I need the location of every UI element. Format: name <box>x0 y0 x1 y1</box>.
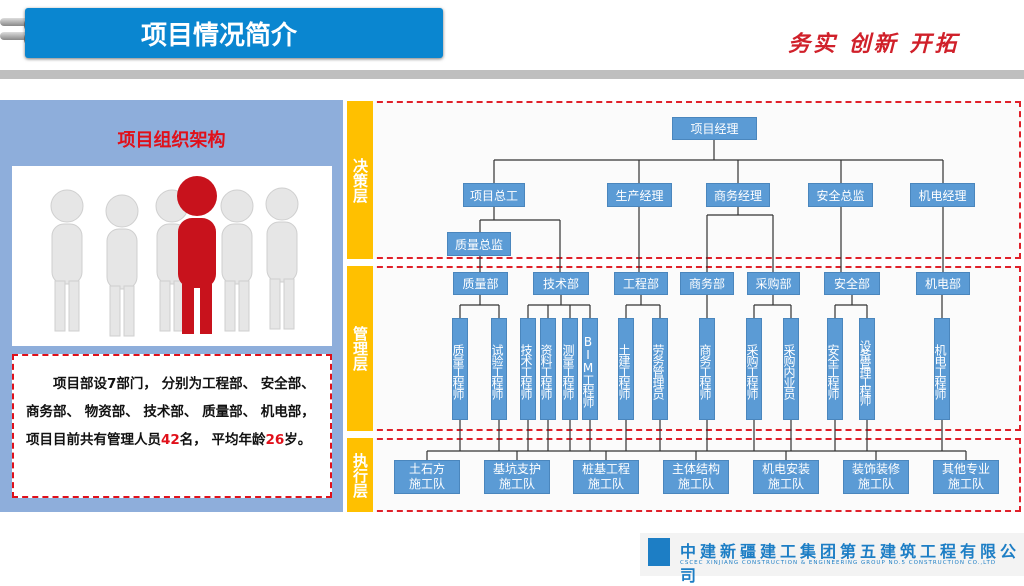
org-node-role: 设备管理工程师 <box>858 318 875 420</box>
desc-text: 名， 平均年龄 <box>179 432 266 448</box>
org-node-quality-director: 质量总监 <box>447 232 511 256</box>
org-node-team: 其他专业施工队 <box>933 460 999 494</box>
org-node-role: 技术工程师 <box>519 318 536 420</box>
org-node-team: 机电安装施工队 <box>753 460 819 494</box>
project-description: 项目部设7部门， 分别为工程部、 安全部、 商务部、 物资部、 技术部、 质量部… <box>12 354 332 498</box>
label-text: 决策层 <box>351 157 369 203</box>
org-node-department: 安全部 <box>824 272 880 295</box>
org-node-role: 质量工程师 <box>451 318 468 420</box>
panel-title: 项目组织架构 <box>117 130 226 151</box>
org-node-team: 土石方施工队 <box>394 460 460 494</box>
org-node-department: 采购部 <box>747 272 800 295</box>
org-node-role: 采购工程师 <box>745 318 762 420</box>
org-node-level2: 安全总监 <box>808 183 873 207</box>
org-node-level2: 商务经理 <box>706 183 770 207</box>
footer <box>640 533 1024 576</box>
team-illustration <box>12 166 332 346</box>
label-text: 管理层 <box>351 326 369 371</box>
org-node-level2: 项目总工 <box>463 183 525 207</box>
org-node-level2: 生产经理 <box>607 183 672 207</box>
label-text: 执行层 <box>351 452 369 498</box>
slogan: 务实 创新 开拓 <box>788 31 960 57</box>
desc-text: 岁。 <box>284 432 312 448</box>
org-node-department: 工程部 <box>614 272 668 295</box>
average-age: 26 <box>265 432 285 448</box>
org-node-team: 基坑支护施工队 <box>484 460 550 494</box>
org-node-role: 商务工程师 <box>698 318 715 420</box>
staff-count: 42 <box>161 432 180 448</box>
management-layer-label: 管理层 <box>347 266 373 431</box>
org-node-department: 技术部 <box>533 272 589 295</box>
org-node-role: 采购内业员 <box>782 318 799 420</box>
org-node-department: 商务部 <box>680 272 734 295</box>
org-node-team: 主体结构施工队 <box>663 460 729 494</box>
org-node-role: 资料工程师 <box>539 318 556 420</box>
org-node-team: 桩基工程施工队 <box>573 460 639 494</box>
execution-layer-label: 执行层 <box>347 438 373 512</box>
divider <box>0 70 1024 79</box>
org-node-level2: 机电经理 <box>910 183 975 207</box>
org-node-role: 土建工程师 <box>617 318 634 420</box>
org-node-project-manager: 项目经理 <box>672 117 757 140</box>
company-logo <box>648 538 670 566</box>
org-node-department: 质量部 <box>453 272 508 295</box>
org-node-role: 测量工程师 <box>561 318 578 420</box>
org-node-role: 机电工程师 <box>933 318 950 420</box>
company-name-en: CSCEC XINJIANG CONSTRUCTION & ENGINEERIN… <box>680 560 997 566</box>
org-node-role: BIM工程师 <box>581 318 598 420</box>
org-node-role: 劳务管理员 <box>651 318 668 420</box>
org-node-department: 机电部 <box>916 272 970 295</box>
org-node-role: 试验工程师 <box>490 318 507 420</box>
desc-text: 项目部设7部门， 分别为工程部、 安全部、 商务部、 物资部、 技术部、 质量部… <box>26 376 315 448</box>
org-node-team: 装饰装修施工队 <box>843 460 909 494</box>
page-title: 项目情况简介 <box>25 8 443 58</box>
org-node-role: 安全工程师 <box>826 318 843 420</box>
decision-layer-label: 决策层 <box>347 101 373 259</box>
